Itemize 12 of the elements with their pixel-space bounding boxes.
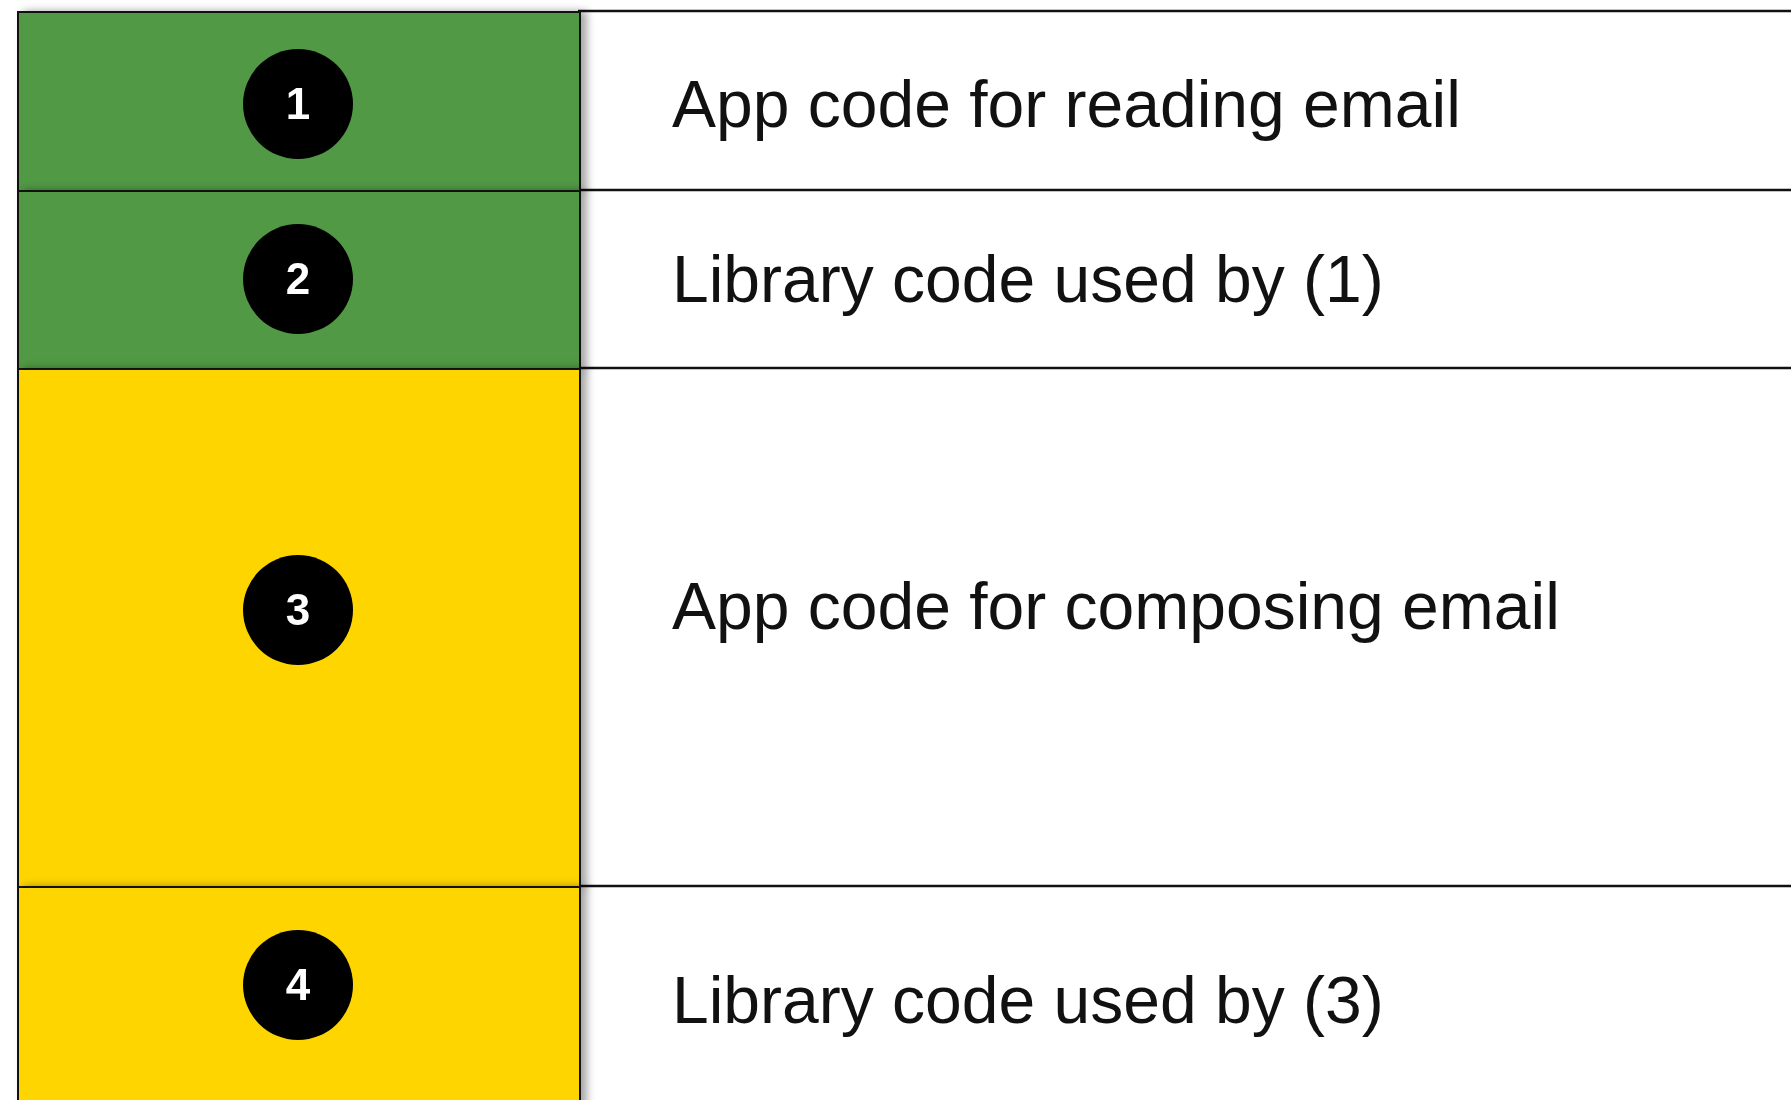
colored-band bbox=[17, 368, 581, 888]
colored-band bbox=[17, 11, 581, 192]
colored-band bbox=[17, 190, 581, 370]
row-description: Library code used by (1) bbox=[672, 241, 1384, 317]
row-description: App code for composing email bbox=[672, 568, 1560, 644]
numbered-circle: 2 bbox=[243, 224, 353, 334]
colored-band bbox=[17, 886, 581, 1100]
row-description: Library code used by (3) bbox=[672, 962, 1384, 1038]
row-description: App code for reading email bbox=[672, 66, 1461, 142]
numbered-circle: 4 bbox=[243, 930, 353, 1040]
numbered-circle: 3 bbox=[243, 555, 353, 665]
numbered-circle: 1 bbox=[243, 49, 353, 159]
